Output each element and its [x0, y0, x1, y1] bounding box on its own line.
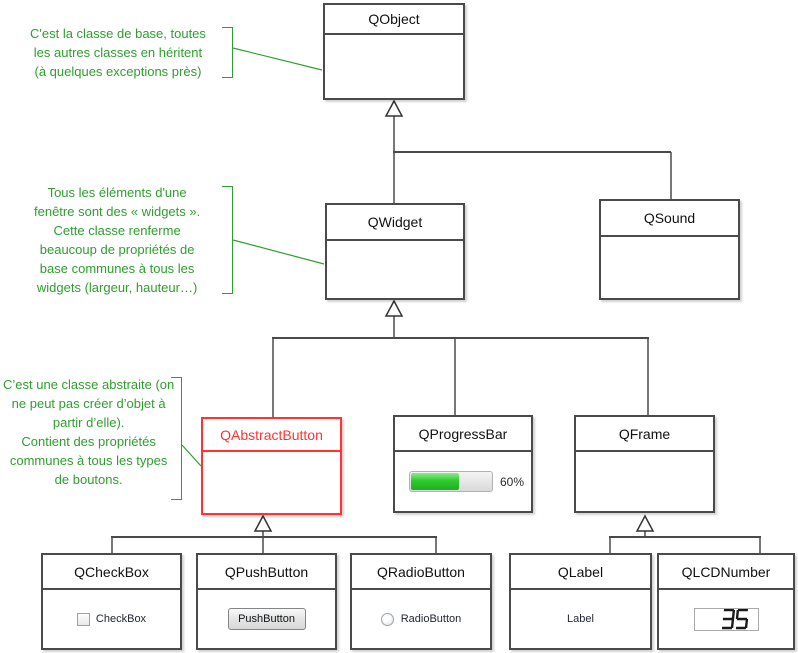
class-title-qlcdnumber: QLCDNumber	[659, 555, 793, 590]
class-body-qsound	[601, 237, 738, 298]
class-body-qpushbutton: PushButton	[198, 590, 335, 648]
class-title-qpushbutton: QPushButton	[198, 555, 335, 590]
radiobutton-control[interactable]	[380, 612, 394, 626]
class-body-qlcdnumber	[659, 590, 793, 648]
class-title-qframe: QFrame	[576, 417, 713, 452]
annotation-bracket-qabstractbutton	[171, 377, 182, 500]
class-body-qframe	[576, 452, 713, 511]
annotation-bracket-qwidget	[222, 186, 233, 294]
class-title-qradiobutton: QRadioButton	[352, 555, 490, 590]
class-box-qradiobutton: QRadioButton RadioButton	[350, 553, 492, 650]
class-title-qlabel: QLabel	[511, 555, 650, 590]
class-box-qlabel: QLabel Label	[509, 553, 652, 650]
annotation-qwidget: Tous les éléments d'une fenêtre sont des…	[34, 185, 201, 295]
radiobutton-label: RadioButton	[400, 613, 462, 625]
class-box-qwidget: QWidget	[325, 203, 465, 300]
class-body-qabstractbutton	[203, 452, 340, 513]
lcd-display	[693, 607, 759, 631]
class-title-qsound: QSound	[601, 201, 738, 237]
pushbutton-control[interactable]: PushButton	[227, 608, 306, 630]
annotation-link-lines	[181, 47, 325, 467]
lcd-digits	[721, 608, 748, 629]
class-title-qabstractbutton: QAbstractButton	[203, 419, 340, 452]
class-body-qradiobutton: RadioButton	[352, 590, 490, 648]
class-box-qabstractbutton: QAbstractButton	[201, 417, 342, 515]
class-body-qobject	[325, 35, 463, 98]
class-body-qprogressbar: 60%	[395, 452, 531, 511]
class-box-qframe: QFrame	[574, 415, 715, 513]
progress-value: 60%	[500, 474, 525, 489]
class-box-qpushbutton: QPushButton PushButton	[196, 553, 337, 650]
class-title-qprogressbar: QProgressBar	[395, 417, 531, 452]
class-body-qlabel: Label	[511, 590, 650, 648]
annotation-qabstractbutton: C’est une classe abstraite (on ne peut p…	[3, 377, 175, 487]
checkbox-label: CheckBox	[95, 613, 147, 625]
class-box-qprogressbar: QProgressBar 60%	[393, 415, 533, 513]
class-box-qobject: QObject	[323, 3, 465, 100]
annotation-qobject: C'est la classe de base, toutes les autr…	[30, 26, 206, 79]
class-title-qcheckbox: QCheckBox	[43, 555, 180, 590]
class-title-qobject: QObject	[325, 5, 463, 35]
class-box-qsound: QSound	[599, 199, 740, 300]
class-body-qcheckbox: CheckBox	[43, 590, 180, 648]
annotation-bracket-qobject	[222, 27, 233, 78]
label-sample-text: Label	[567, 613, 594, 625]
class-box-qlcdnumber: QLCDNumber	[657, 553, 795, 650]
class-box-qcheckbox: QCheckBox CheckBox	[41, 553, 182, 650]
class-title-qwidget: QWidget	[327, 205, 463, 241]
checkbox-control[interactable]	[76, 612, 90, 626]
progress-bar	[409, 471, 493, 492]
progress-fill	[411, 473, 459, 490]
class-body-qwidget	[327, 241, 463, 298]
